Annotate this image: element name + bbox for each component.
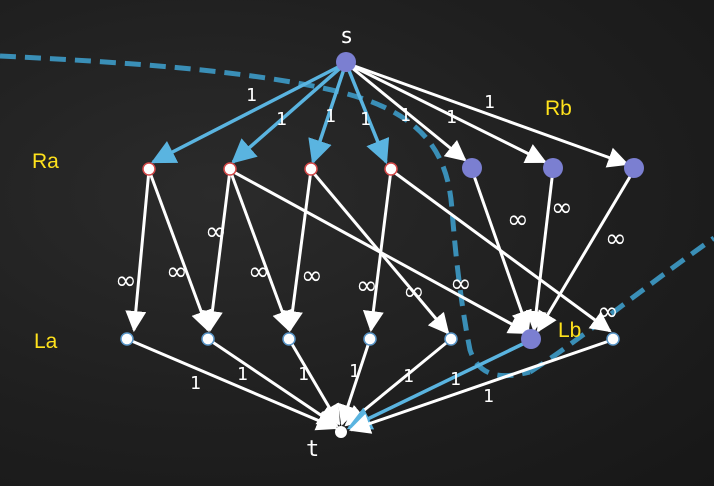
label-set-la: La <box>34 330 58 353</box>
cap-inf-6: ∞ <box>356 271 378 301</box>
cap-s-ra2: 1 <box>276 109 287 130</box>
edge-rb1-lb1 <box>470 169 532 332</box>
edge-ra2-la3 <box>228 169 293 332</box>
edge-lb1-t <box>346 338 532 430</box>
edge-s-rb1 <box>345 61 467 162</box>
capacity-labels-infinite: ∞ ∞ ∞ ∞ ∞ ∞ ∞ ∞ ∞ ∞ ∞ ∞ <box>115 193 627 327</box>
node-la-3 <box>282 332 296 346</box>
node-ra-1 <box>142 162 156 176</box>
node-ra-2 <box>223 162 237 176</box>
edge-ra1-la2 <box>147 169 212 332</box>
cap-la2-t: 1 <box>237 364 248 385</box>
label-source: s <box>340 24 353 49</box>
cap-la4-t: 1 <box>349 361 360 382</box>
cap-inf-5: ∞ <box>301 261 323 291</box>
label-set-rb: Rb <box>545 97 572 120</box>
edge-ra4-la4 <box>362 169 393 333</box>
node-la-4 <box>363 332 377 346</box>
cap-inf-10: ∞ <box>551 193 573 223</box>
edge-lb2-t <box>349 338 613 434</box>
node-la-1 <box>120 332 134 346</box>
cap-inf-1: ∞ <box>115 266 137 296</box>
label-sink: t <box>306 437 319 462</box>
cap-s-rb1: 1 <box>400 105 411 126</box>
cap-inf-9: ∞ <box>507 205 529 235</box>
node-t <box>335 426 347 438</box>
cap-lb1-t: 1 <box>450 369 461 390</box>
edge-la3-t <box>287 338 341 426</box>
cap-s-rb3: 1 <box>484 92 495 113</box>
edge-ra2-la2 <box>201 169 232 333</box>
cap-s-ra3: 1 <box>325 106 336 127</box>
cap-s-ra4: 1 <box>360 109 371 130</box>
capacity-labels-unit: 1 1 1 1 1 1 1 1 1 1 1 1 1 1 <box>190 85 495 407</box>
cap-la3-t: 1 <box>298 364 309 385</box>
edge-rb3-lb1 <box>536 169 636 333</box>
edge-ra3-la3 <box>282 169 313 333</box>
edge-ra1-la1 <box>125 169 151 333</box>
edge-la1-t <box>126 337 338 431</box>
cap-la1-t: 1 <box>190 373 201 394</box>
edge-s-ra4 <box>344 62 390 165</box>
node-s <box>336 52 356 72</box>
node-ra-4 <box>384 162 398 176</box>
edge-s-ra2 <box>231 61 348 164</box>
edge-s-rb2 <box>345 61 547 164</box>
node-rb-1 <box>462 158 482 178</box>
edge-s-ra1 <box>150 61 347 164</box>
nodes <box>120 52 644 438</box>
cap-inf-11: ∞ <box>605 224 627 254</box>
edge-rb2-lb1 <box>525 169 555 333</box>
node-rb-2 <box>543 158 563 178</box>
node-rb-3 <box>624 158 644 178</box>
cap-inf-7: ∞ <box>403 277 425 307</box>
edge-s-rb3 <box>345 61 629 168</box>
cut-line-left <box>0 53 531 379</box>
cap-inf-12: ∞ <box>597 297 619 327</box>
cap-la5-t: 1 <box>403 366 414 387</box>
cap-s-rb2: 1 <box>446 107 457 128</box>
cut-line-right <box>528 235 714 375</box>
cap-inf-3: ∞ <box>205 217 227 247</box>
node-ra-3 <box>304 162 318 176</box>
node-la-2 <box>201 332 215 346</box>
cap-inf-8: ∞ <box>450 269 472 299</box>
cap-inf-4: ∞ <box>248 257 270 287</box>
edge-la2-t <box>207 337 339 428</box>
node-la-5 <box>444 332 458 346</box>
edges <box>125 61 636 434</box>
label-set-lb: Lb <box>558 319 581 342</box>
cap-s-ra1: 1 <box>246 85 257 106</box>
label-set-ra: Ra <box>32 150 59 173</box>
cap-lb2-t: 1 <box>483 386 494 407</box>
cap-inf-2: ∞ <box>166 257 188 287</box>
node-lb-2 <box>606 332 620 346</box>
node-lb-1 <box>521 329 541 349</box>
edge-s-ra3 <box>308 62 348 165</box>
